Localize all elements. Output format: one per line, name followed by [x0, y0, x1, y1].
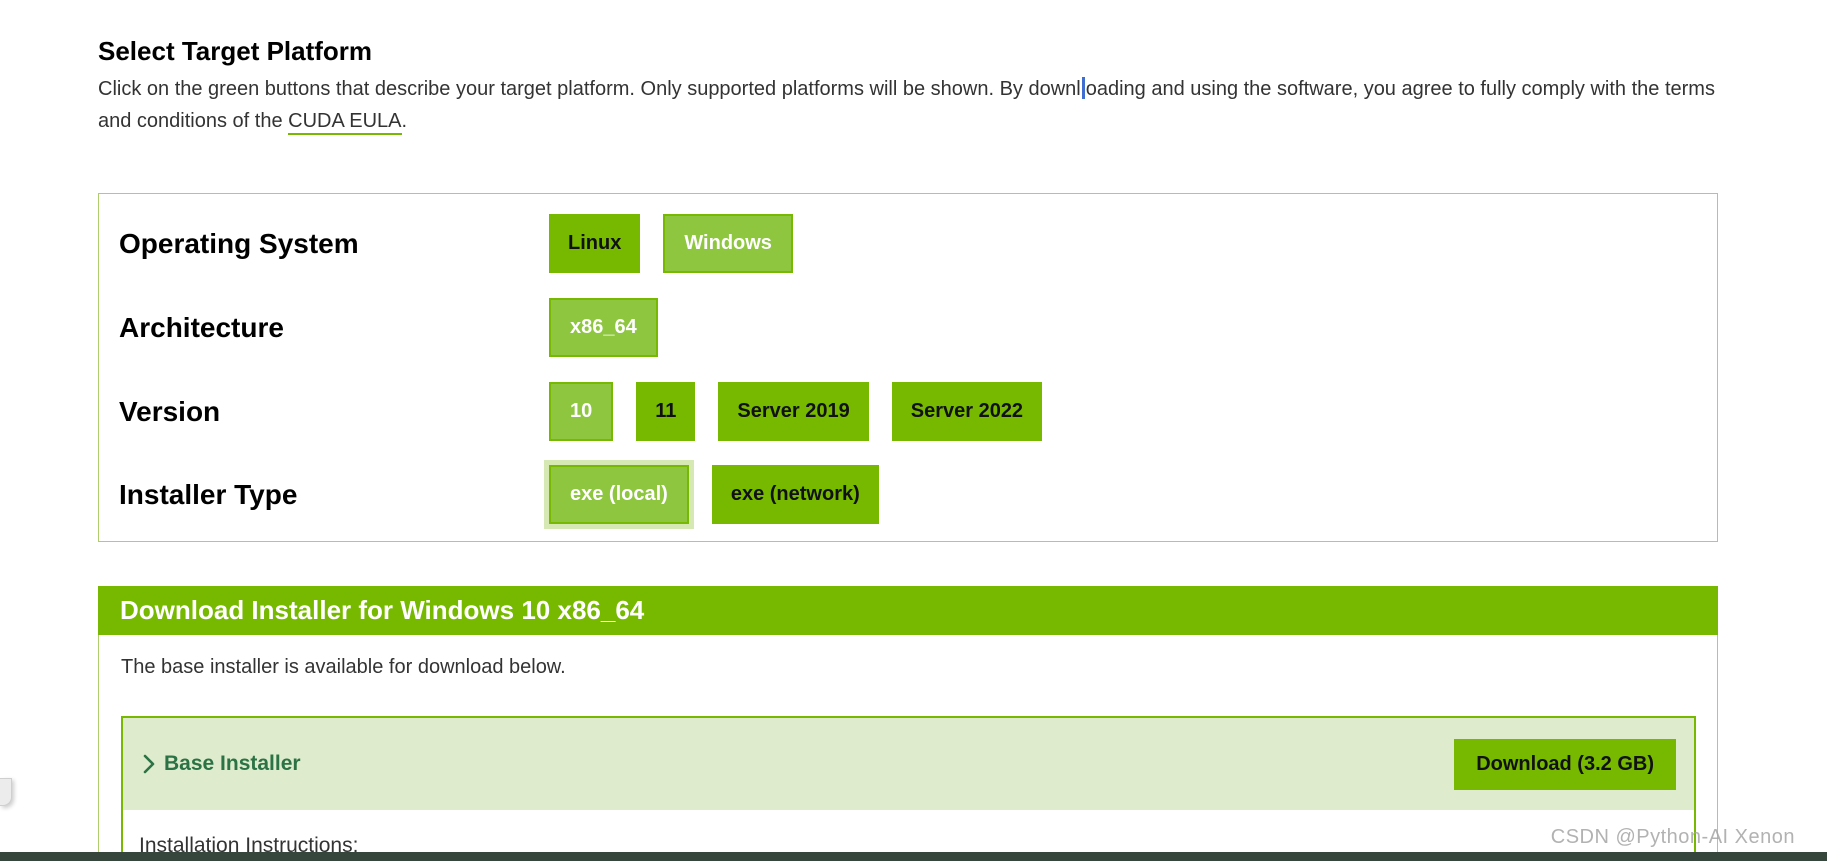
row-version: Version 10 11 Server 2019 Server 2022 [99, 375, 1717, 448]
version-options: 10 11 Server 2019 Server 2022 [549, 382, 1043, 441]
row-architecture: Architecture x86_64 [99, 291, 1717, 364]
version-button-11[interactable]: 11 [636, 382, 696, 441]
operating-system-options: Linux Windows [549, 214, 793, 273]
intro-line-1: Click on the green buttons that describe… [98, 73, 1778, 105]
download-subtext: The base installer is available for down… [121, 656, 566, 678]
installer-button-exe-local[interactable]: exe (local) [549, 465, 689, 524]
chevron-right-icon [143, 754, 155, 774]
base-installer-panel: Base Installer Download (3.2 GB) Install… [121, 716, 1696, 861]
platform-selector-box: Operating System Linux Windows Architect… [98, 193, 1718, 542]
row-operating-system: Operating System Linux Windows [99, 207, 1717, 280]
intro-line-2: and conditions of the CUDA EULA. [98, 105, 1778, 137]
intro-paragraph: Click on the green buttons that describe… [98, 73, 1778, 137]
text-caret [1081, 77, 1085, 99]
installation-instructions-label: Installation Instructions: [139, 834, 359, 857]
intro-text-after-caret: oading and using the software, you agree… [1085, 78, 1715, 100]
row-label-architecture: Architecture [119, 311, 284, 343]
download-button[interactable]: Download (3.2 GB) [1454, 738, 1676, 790]
arch-button-x86-64[interactable]: x86_64 [549, 298, 658, 357]
cropped-image-strip [0, 852, 1827, 861]
intro-text-before-caret: Click on the green buttons that describe… [98, 78, 1081, 100]
side-widget-tab[interactable] [0, 778, 12, 806]
version-button-server-2022[interactable]: Server 2022 [891, 382, 1043, 441]
installer-button-exe-network[interactable]: exe (network) [711, 465, 879, 524]
base-installer-label: Base Installer [164, 752, 301, 775]
cuda-eula-link[interactable]: CUDA EULA [288, 110, 402, 135]
base-installer-header: Base Installer Download (3.2 GB) [123, 718, 1694, 810]
intro-text-line2: and conditions of the [98, 110, 289, 132]
version-button-10[interactable]: 10 [549, 382, 614, 441]
row-installer-type: Installer Type exe (local) exe (network) [99, 458, 1717, 531]
base-installer-toggle[interactable]: Base Installer [141, 752, 301, 776]
intro-text-period: . [401, 110, 408, 132]
version-button-server-2019[interactable]: Server 2019 [718, 382, 869, 441]
download-section-header-bar: Download Installer for Windows 10 x86_64 [98, 586, 1718, 635]
row-label-installer-type: Installer Type [119, 478, 298, 510]
row-label-operating-system: Operating System [119, 227, 359, 259]
download-section-body: The base installer is available for down… [98, 635, 1718, 861]
architecture-options: x86_64 [549, 298, 658, 357]
installer-type-options: exe (local) exe (network) [549, 465, 879, 524]
os-button-windows[interactable]: Windows [663, 214, 793, 273]
watermark-text: CSDN @Python-AI Xenon [1550, 826, 1795, 848]
row-label-version: Version [119, 395, 221, 427]
download-section-title: Download Installer for Windows 10 x86_64 [120, 595, 645, 625]
page-title: Select Target Platform [98, 36, 373, 66]
os-button-linux[interactable]: Linux [549, 214, 641, 273]
